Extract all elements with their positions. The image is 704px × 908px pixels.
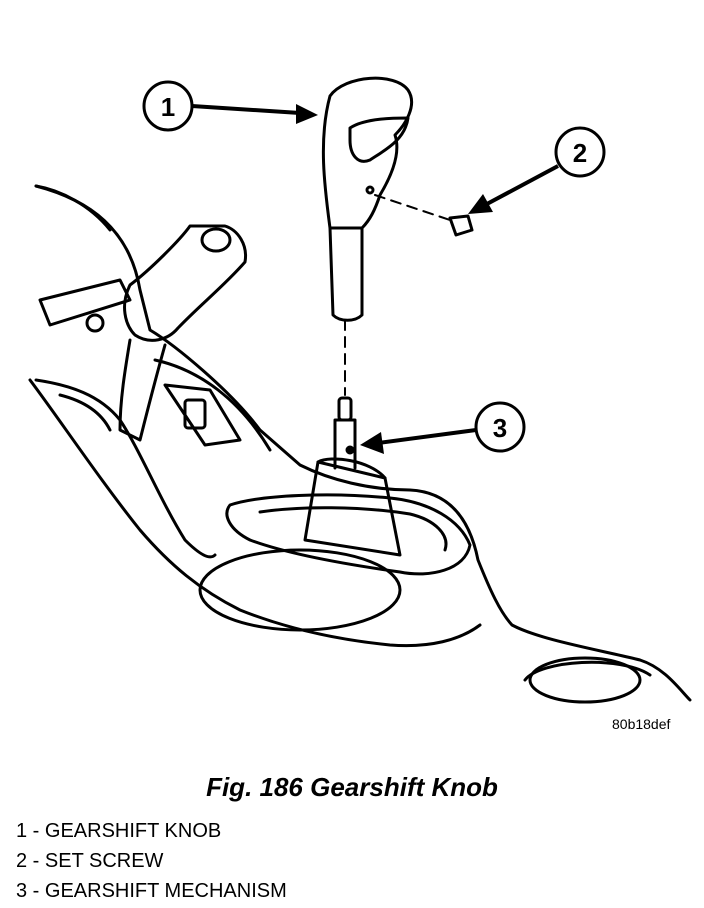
console-outline [34,184,692,702]
callout-2-number: 2 [573,138,587,168]
front-cupholder [198,548,402,632]
gearshift-knob [321,76,414,230]
shifter-bezel-inner [258,506,448,552]
parking-brake-lever [123,224,248,342]
figure-title: Fig. 186 Gearshift Knob [206,772,498,802]
shifter-bezel [225,493,472,576]
callout-2: 2 [468,126,606,214]
legend-item: 1 - GEARSHIFT KNOB [16,820,222,842]
parking-brake-arm [118,338,167,442]
shifter-boot-top [316,457,387,480]
legend: 1 - GEARSHIFT KNOB 2 - SET SCREW 3 - GEA… [16,816,287,906]
callout-3-number: 3 [493,413,507,443]
alignment-line-screw [374,194,451,221]
legend-item: 2 - SET SCREW [16,850,164,872]
knob-screw-hole [365,185,375,195]
upper-body-curve [34,184,112,232]
rear-cupholder [528,656,642,704]
switch-panel-edge [153,358,272,452]
console-trough [34,378,217,559]
parking-brake-button [200,227,232,253]
knob-neck [328,226,364,322]
console-lower-outline [28,378,482,648]
window-switch [183,398,207,430]
callout-3: 3 [360,401,526,454]
set-screw [448,214,474,237]
gearshift-diagram: 1 2 3 [28,76,692,704]
brake-bolt [85,313,105,333]
console-trough-inner [58,393,112,432]
knob-button-recess [348,116,410,163]
switch-panel [163,383,242,447]
image-code: 80b18def [612,716,671,732]
legend-item: 3 - GEARSHIFT MECHANISM [16,880,287,902]
rod-tip [337,396,353,422]
callout-1-number: 1 [161,92,175,122]
rear-cupholder-rim [523,660,652,682]
rod-hole [345,445,355,455]
shifter-boot [303,460,402,557]
callout-1: 1 [142,80,318,132]
parking-brake-base [38,278,132,327]
